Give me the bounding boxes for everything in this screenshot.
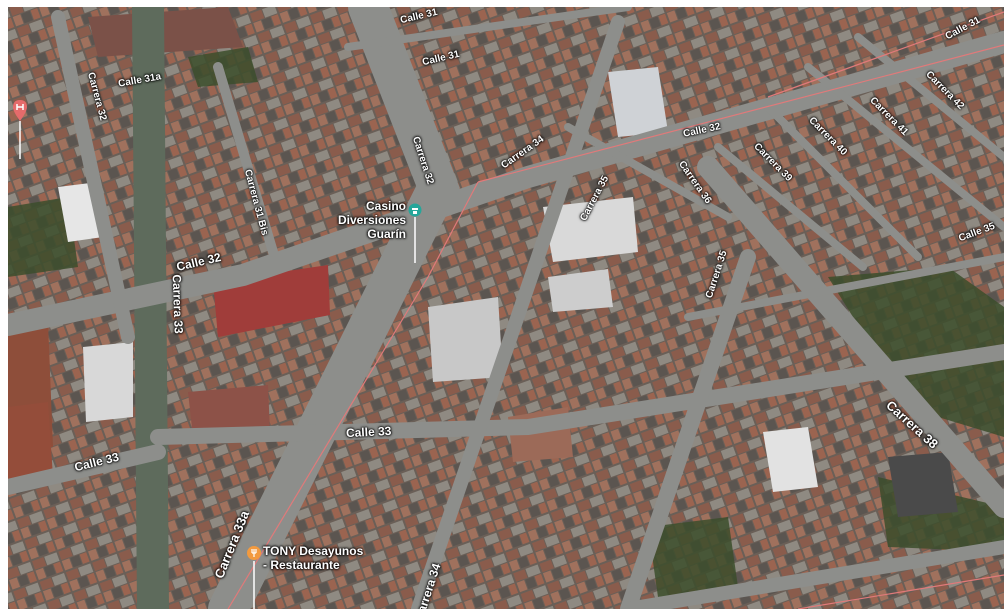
- casino-pin[interactable]: [408, 203, 422, 268]
- casino-icon: [408, 203, 422, 263]
- street-label-calle-33-center: Calle 33: [345, 423, 392, 441]
- casino-poi-label[interactable]: Casino Diversiones Guarín: [312, 199, 406, 241]
- restaurant-poi-label[interactable]: TONY Desayunos - Restaurante: [263, 544, 363, 572]
- vegetation: [8, 47, 1004, 597]
- casino-name: Casino Diversiones: [337, 199, 406, 227]
- roads: [8, 7, 1004, 609]
- restaurant-name: TONY Desayunos: [263, 544, 364, 558]
- restaurant-icon: [247, 546, 261, 609]
- hospital-icon: [13, 100, 27, 159]
- hospital-pin[interactable]: [12, 99, 28, 164]
- satellite-map[interactable]: Calle 31 Calle 31 Calle 31a Carrera 32 C…: [8, 7, 1004, 609]
- restaurant-name-line2: - Restaurante: [263, 558, 340, 572]
- route-lines: [227, 11, 1004, 609]
- casino-name-line2: Guarín: [367, 227, 406, 241]
- map-imagery: [8, 7, 1004, 609]
- restaurant-pin[interactable]: [246, 545, 262, 609]
- street-label-carrera-33: Carrera 33: [169, 274, 186, 334]
